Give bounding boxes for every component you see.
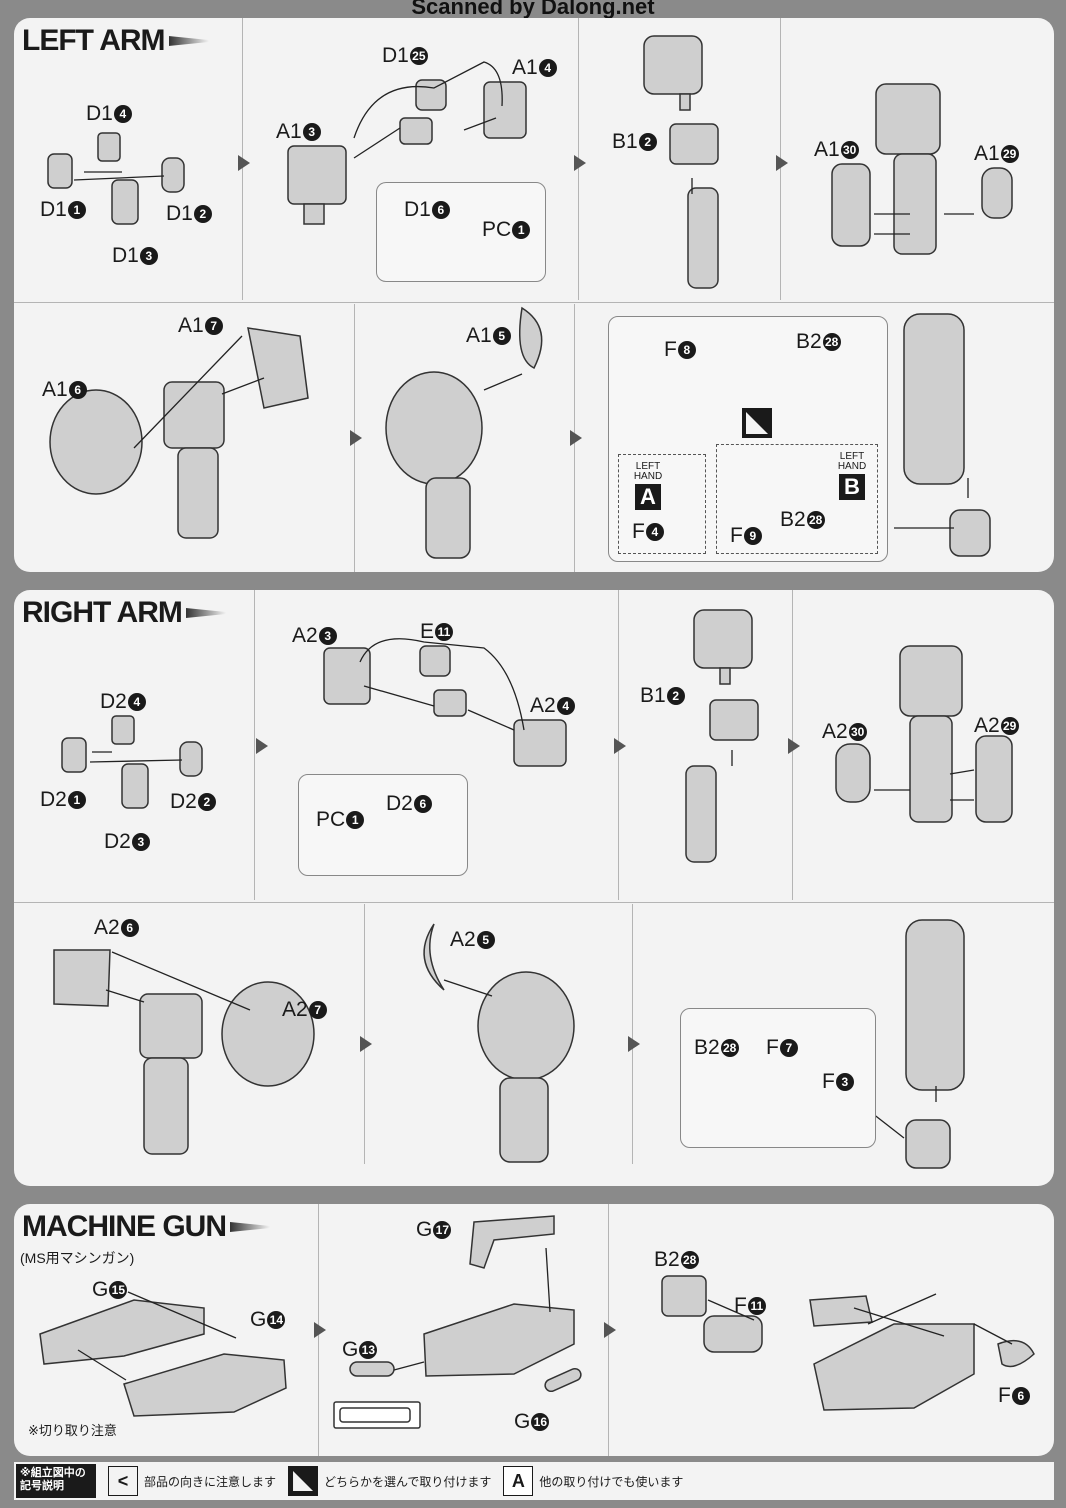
cutting-caution-note: ※切り取り注意 [28, 1423, 117, 1438]
legend-item-reuse: 他の取り付けでも使います [539, 1474, 684, 1489]
left-arm-parts-illustration [47, 35, 1013, 559]
machine-gun-parts-illustration [39, 1215, 1035, 1429]
step-arrow [628, 1036, 640, 1052]
left-arm-title: LEFT ARM [22, 24, 209, 58]
step-arrow [314, 1322, 326, 1338]
machine-gun-subtitle: (MS用マシンガン) [20, 1250, 135, 1266]
hand-selection-inset [608, 316, 888, 562]
step-arrow [614, 738, 626, 754]
choose-one-icon [742, 408, 772, 438]
left-arm-section: LEFT ARM [14, 18, 1054, 572]
step-arrow [350, 430, 362, 446]
step-arrow [574, 155, 586, 171]
orientation-icon: < [108, 1466, 138, 1496]
right-arm-section: RIGHT ARM [14, 590, 1054, 1186]
step-arrow [238, 155, 250, 171]
step-arrow [788, 738, 800, 754]
step-arrow [360, 1036, 372, 1052]
choose-one-icon [288, 1466, 319, 1496]
step-arrow [256, 738, 268, 754]
legend-item-orientation: 部品の向きに注意します [144, 1474, 277, 1489]
step-arrow [776, 155, 788, 171]
left-hand-a-box [618, 454, 706, 554]
right-arm-title: RIGHT ARM [22, 596, 226, 630]
legend-heading: ※組立図中の記号説明 [16, 1464, 96, 1498]
legend-item-choose: どちらかを選んで取り付けます [324, 1474, 492, 1489]
machine-gun-title: MACHINE GUN [22, 1210, 270, 1244]
step-arrow [604, 1322, 616, 1338]
right-arm-parts-illustration [53, 609, 1013, 1169]
pc1-d2-inset [298, 774, 468, 876]
machine-gun-section: MACHINE GUN (MS用マシンガン) [14, 1204, 1054, 1456]
reuse-part-icon: A [503, 1466, 534, 1496]
step-arrow [570, 430, 582, 446]
left-hand-b-box [716, 444, 878, 554]
symbol-legend: ※組立図中の記号説明 < 部品の向きに注意します どちらかを選んで取り付けます … [14, 1462, 1054, 1500]
scanned-watermark: Scanned by Dalong.net [411, 0, 655, 19]
